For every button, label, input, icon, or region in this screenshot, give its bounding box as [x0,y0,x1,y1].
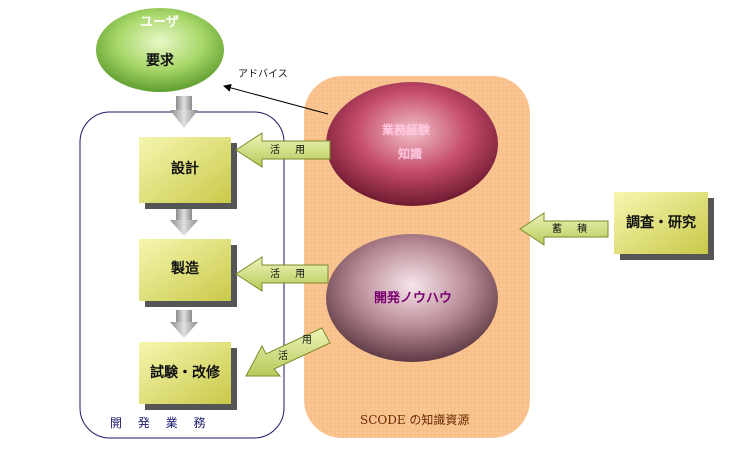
use-arrow-design [235,132,331,168]
manufacture-label: 製造 [171,261,199,277]
flow-arrow-manufacture-to-test [170,310,198,338]
test-label: 試験・改修 [150,365,220,381]
user-header: ユーザ [140,15,179,30]
advice-label: アドバイス [238,69,288,80]
use-arrow-manufacture [235,256,329,292]
test-box [139,342,231,404]
business-experience-oval [326,82,498,206]
use-label-test-1: 活 [278,351,288,362]
business-experience-label-1: 業務経験 [382,123,431,137]
use-label-design: 活 用 [270,145,312,156]
research-box [614,192,708,254]
advice-arrow [223,83,329,115]
use-label-manufacture: 活 用 [270,269,312,280]
design-box [139,137,231,203]
manufacture-box [139,239,231,301]
development-group-label: 開 発 業 務 [110,416,212,430]
dev-knowhow-oval [326,234,498,362]
accumulate-arrow [519,212,609,246]
user-request-label: 要求 [146,53,174,69]
research-label: 調査・研究 [626,215,696,231]
business-experience-label-2: 知識 [398,147,423,161]
flow-arrow-user-to-design [170,96,198,128]
user-oval [96,8,224,92]
use-label-test-2: 用 [302,335,312,346]
design-label: 設計 [171,161,199,177]
dev-knowhow-label: 開発ノウハウ [374,291,453,306]
flow-arrow-design-to-manufacture [170,208,198,236]
accumulate-label: 蓄 積 [552,224,594,235]
use-arrow-test [245,327,331,377]
knowledge-resource-label: SCODE の知識資源 [360,413,470,427]
